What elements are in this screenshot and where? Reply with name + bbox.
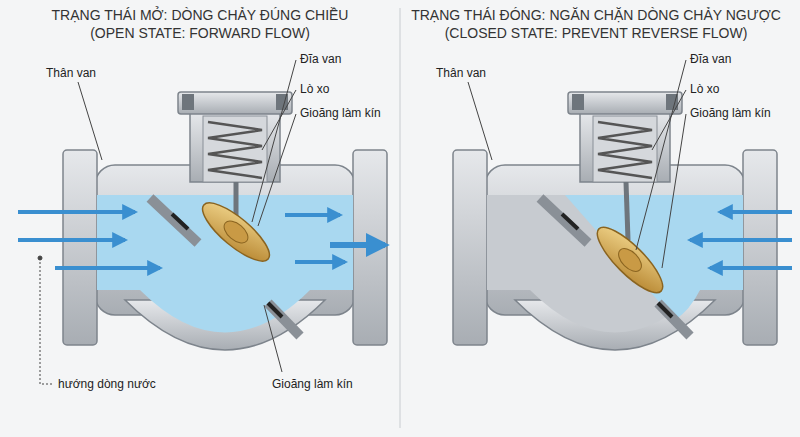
valve-use [150,122,300,336]
valve-line [18,210,135,214]
valve-line [18,238,125,242]
open-valve [18,92,387,350]
valve-line [252,60,296,222]
part-label: Gioăng làm kín [272,377,353,391]
leader-lines [38,60,686,384]
valve-line [626,182,628,240]
part-label: Gioăng làm kín [300,106,381,120]
valve-line [55,266,160,270]
panel-title: TRẠNG THÁI MỞ: DÒNG CHẢY ĐÚNG CHIỀU [0,6,400,24]
valve-line [400,8,401,428]
valve-use [540,122,690,336]
valve-line [262,90,296,150]
valve-line [662,114,686,268]
flow-label: hướng dòng nước [58,377,156,391]
valve-path [40,258,54,384]
valve-line [78,82,102,160]
valve-ellipse [589,219,671,301]
valve-line [690,238,792,242]
part-label: Đĩa van [300,52,341,66]
valve-line [468,82,492,160]
valve-line [330,242,385,248]
part-label: Thân van [436,66,486,80]
valve-line [652,90,686,150]
part-label: Lò xo [300,82,329,96]
valve-path [565,195,743,320]
part-label: Thân van [46,66,96,80]
valve-ellipse [614,244,645,275]
part-label: Gioăng làm kín [690,106,771,120]
valve-use [453,92,777,350]
valve-line [295,260,345,264]
part-label: Lò xo [690,82,719,96]
valve-line [285,213,340,217]
part-label: Đĩa van [690,52,731,66]
panel-title: TRẠNG THÁI ĐÓNG: NGĂN CHẶN DÒNG CHẢY NGƯ… [396,6,796,24]
closed-valve [453,92,792,350]
valve-rect [97,195,353,290]
valve-line [720,210,792,214]
panel-subtitle: (OPEN STATE: FORWARD FLOW) [0,24,400,42]
valve-circle [38,256,42,260]
valve-line [264,305,282,372]
valve-line [258,114,296,226]
valve-line [636,60,686,250]
valve-ellipse [220,217,252,247]
valve-use [63,92,387,350]
valve-line [710,266,792,270]
panel-subtitle: (CLOSED STATE: PREVENT REVERSE FLOW) [396,24,796,42]
